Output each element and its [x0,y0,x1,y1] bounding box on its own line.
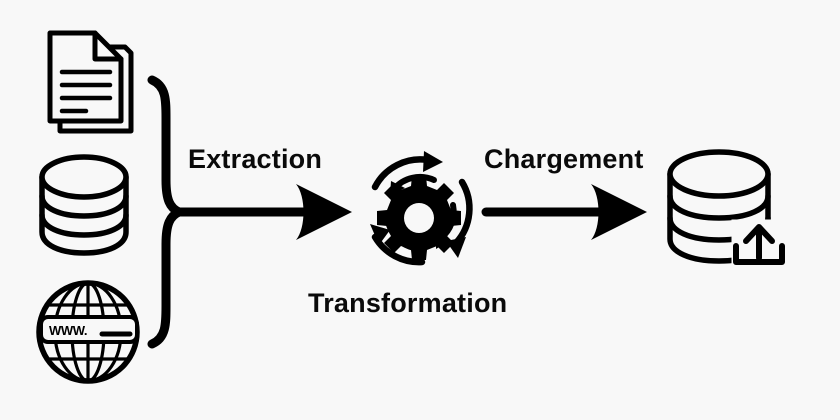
arrow-right-chargement [481,184,647,240]
transformation-icon[interactable] [370,151,473,266]
label-chargement: Chargement [484,144,644,174]
target-database[interactable] [667,149,786,271]
gear-hub [404,203,434,233]
source-document[interactable] [47,30,134,134]
source-database[interactable] [39,154,129,256]
database-top-ellipse [39,154,129,200]
upload-badge [731,219,786,271]
upload-arrow-head [743,224,775,244]
upload-tray [733,243,785,265]
label-extraction: Extraction [188,144,322,174]
target-database-top [667,149,771,199]
document-text-lines [59,69,113,114]
label-transformation: Transformation [308,288,507,318]
document-front-sheet [47,30,124,124]
document-fold-corner [92,30,124,62]
gear-icon [377,176,461,260]
chargement-arrowhead [591,184,647,240]
arrow-right-extraction [173,184,352,240]
globe-url-bar: WWW. [39,315,139,344]
globe-www-text: WWW. [49,323,87,338]
source-web[interactable]: WWW. [36,280,140,384]
extraction-arrowhead [296,184,352,240]
database-bands [39,193,129,238]
